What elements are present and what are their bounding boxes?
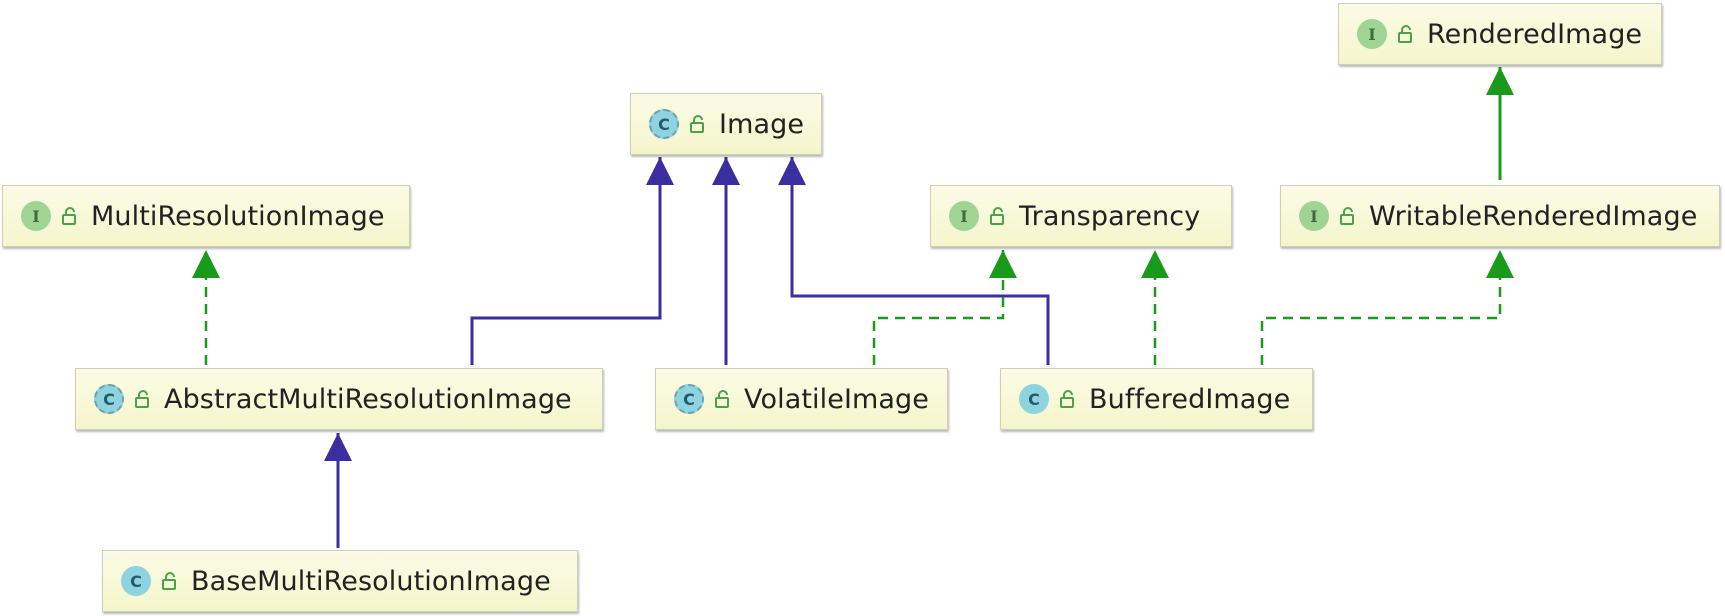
interface-icon: I <box>21 201 51 231</box>
class-name: Transparency <box>1019 200 1201 232</box>
edge-bufferedimage-to-writablerenderedimage <box>1260 250 1514 365</box>
class-name: AbstractMultiResolutionImage <box>164 383 572 415</box>
lock-icon <box>690 115 704 133</box>
node-abstractmultiresolutionimage[interactable]: C AbstractMultiResolutionImage <box>75 368 603 430</box>
abstract-class-icon: C <box>674 384 704 414</box>
edge-volatileimage-to-transparency <box>872 250 1017 365</box>
edge-abstractmultires-to-image <box>470 157 674 365</box>
class-icon: C <box>121 566 151 596</box>
node-volatileimage[interactable]: C VolatileImage <box>655 368 948 430</box>
class-icon: C <box>1019 384 1049 414</box>
class-name: MultiResolutionImage <box>91 200 385 232</box>
class-name: BufferedImage <box>1089 383 1291 415</box>
lock-icon <box>1060 390 1074 408</box>
interface-icon: I <box>1357 19 1387 49</box>
lock-icon <box>62 207 76 225</box>
node-renderedimage[interactable]: I RenderedImage <box>1338 3 1662 65</box>
abstract-class-icon: C <box>94 384 124 414</box>
node-basemultiresolutionimage[interactable]: C BaseMultiResolutionImage <box>102 550 578 612</box>
class-name: Image <box>719 108 805 140</box>
lock-icon <box>990 207 1004 225</box>
class-name: BaseMultiResolutionImage <box>191 565 551 597</box>
lock-icon <box>1340 207 1354 225</box>
abstract-class-icon: C <box>649 109 679 139</box>
class-name: WritableRenderedImage <box>1369 200 1698 232</box>
class-name: RenderedImage <box>1427 18 1643 50</box>
node-image[interactable]: C Image <box>630 93 822 155</box>
class-name: VolatileImage <box>744 383 930 415</box>
edge-bufferedimage-to-image <box>778 157 1050 365</box>
node-writablerenderedimage[interactable]: I WritableRenderedImage <box>1280 185 1720 247</box>
interface-icon: I <box>949 201 979 231</box>
lock-icon <box>135 390 149 408</box>
lock-icon <box>715 390 729 408</box>
node-multiresolutionimage[interactable]: I MultiResolutionImage <box>2 185 410 247</box>
lock-icon <box>1398 25 1412 43</box>
interface-icon: I <box>1299 201 1329 231</box>
node-transparency[interactable]: I Transparency <box>930 185 1232 247</box>
lock-icon <box>162 572 176 590</box>
node-bufferedimage[interactable]: C BufferedImage <box>1000 368 1313 430</box>
